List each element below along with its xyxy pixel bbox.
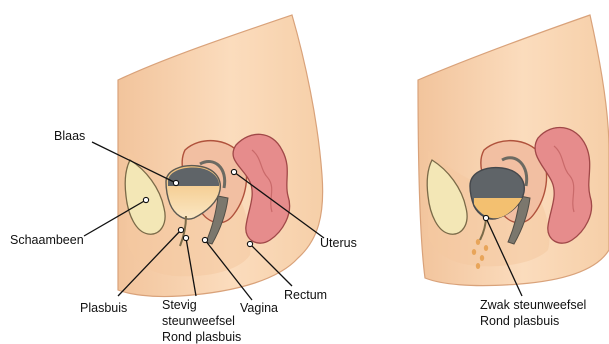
left-panel: Blaas Schaambeen Uterus Plasbuis Stevig …	[10, 15, 357, 344]
label-uterus: Uterus	[320, 236, 357, 250]
label-stevig-line3: Rond plasbuis	[162, 330, 241, 344]
label-vagina: Vagina	[240, 301, 278, 315]
marker-rectum	[247, 241, 252, 246]
marker-zwak-steunweefsel	[483, 215, 488, 220]
label-zwak-line2: Rond plasbuis	[480, 314, 559, 328]
label-rectum: Rectum	[284, 288, 327, 302]
marker-uterus	[231, 169, 236, 174]
right-panel: Zwak steunweefsel Rond plasbuis	[418, 15, 609, 328]
label-stevig-line1: Stevig	[162, 298, 197, 312]
label-zwak-line1: Zwak steunweefsel	[480, 298, 586, 312]
label-stevig-line2: steunweefsel	[162, 314, 235, 328]
marker-schaambeen	[143, 197, 148, 202]
marker-steunweefsel	[183, 235, 188, 240]
marker-blaas	[173, 180, 178, 185]
label-schaambeen: Schaambeen	[10, 233, 84, 247]
marker-plasbuis	[178, 227, 183, 232]
label-blaas: Blaas	[54, 129, 85, 143]
marker-vagina	[202, 237, 207, 242]
label-plasbuis: Plasbuis	[80, 301, 127, 315]
